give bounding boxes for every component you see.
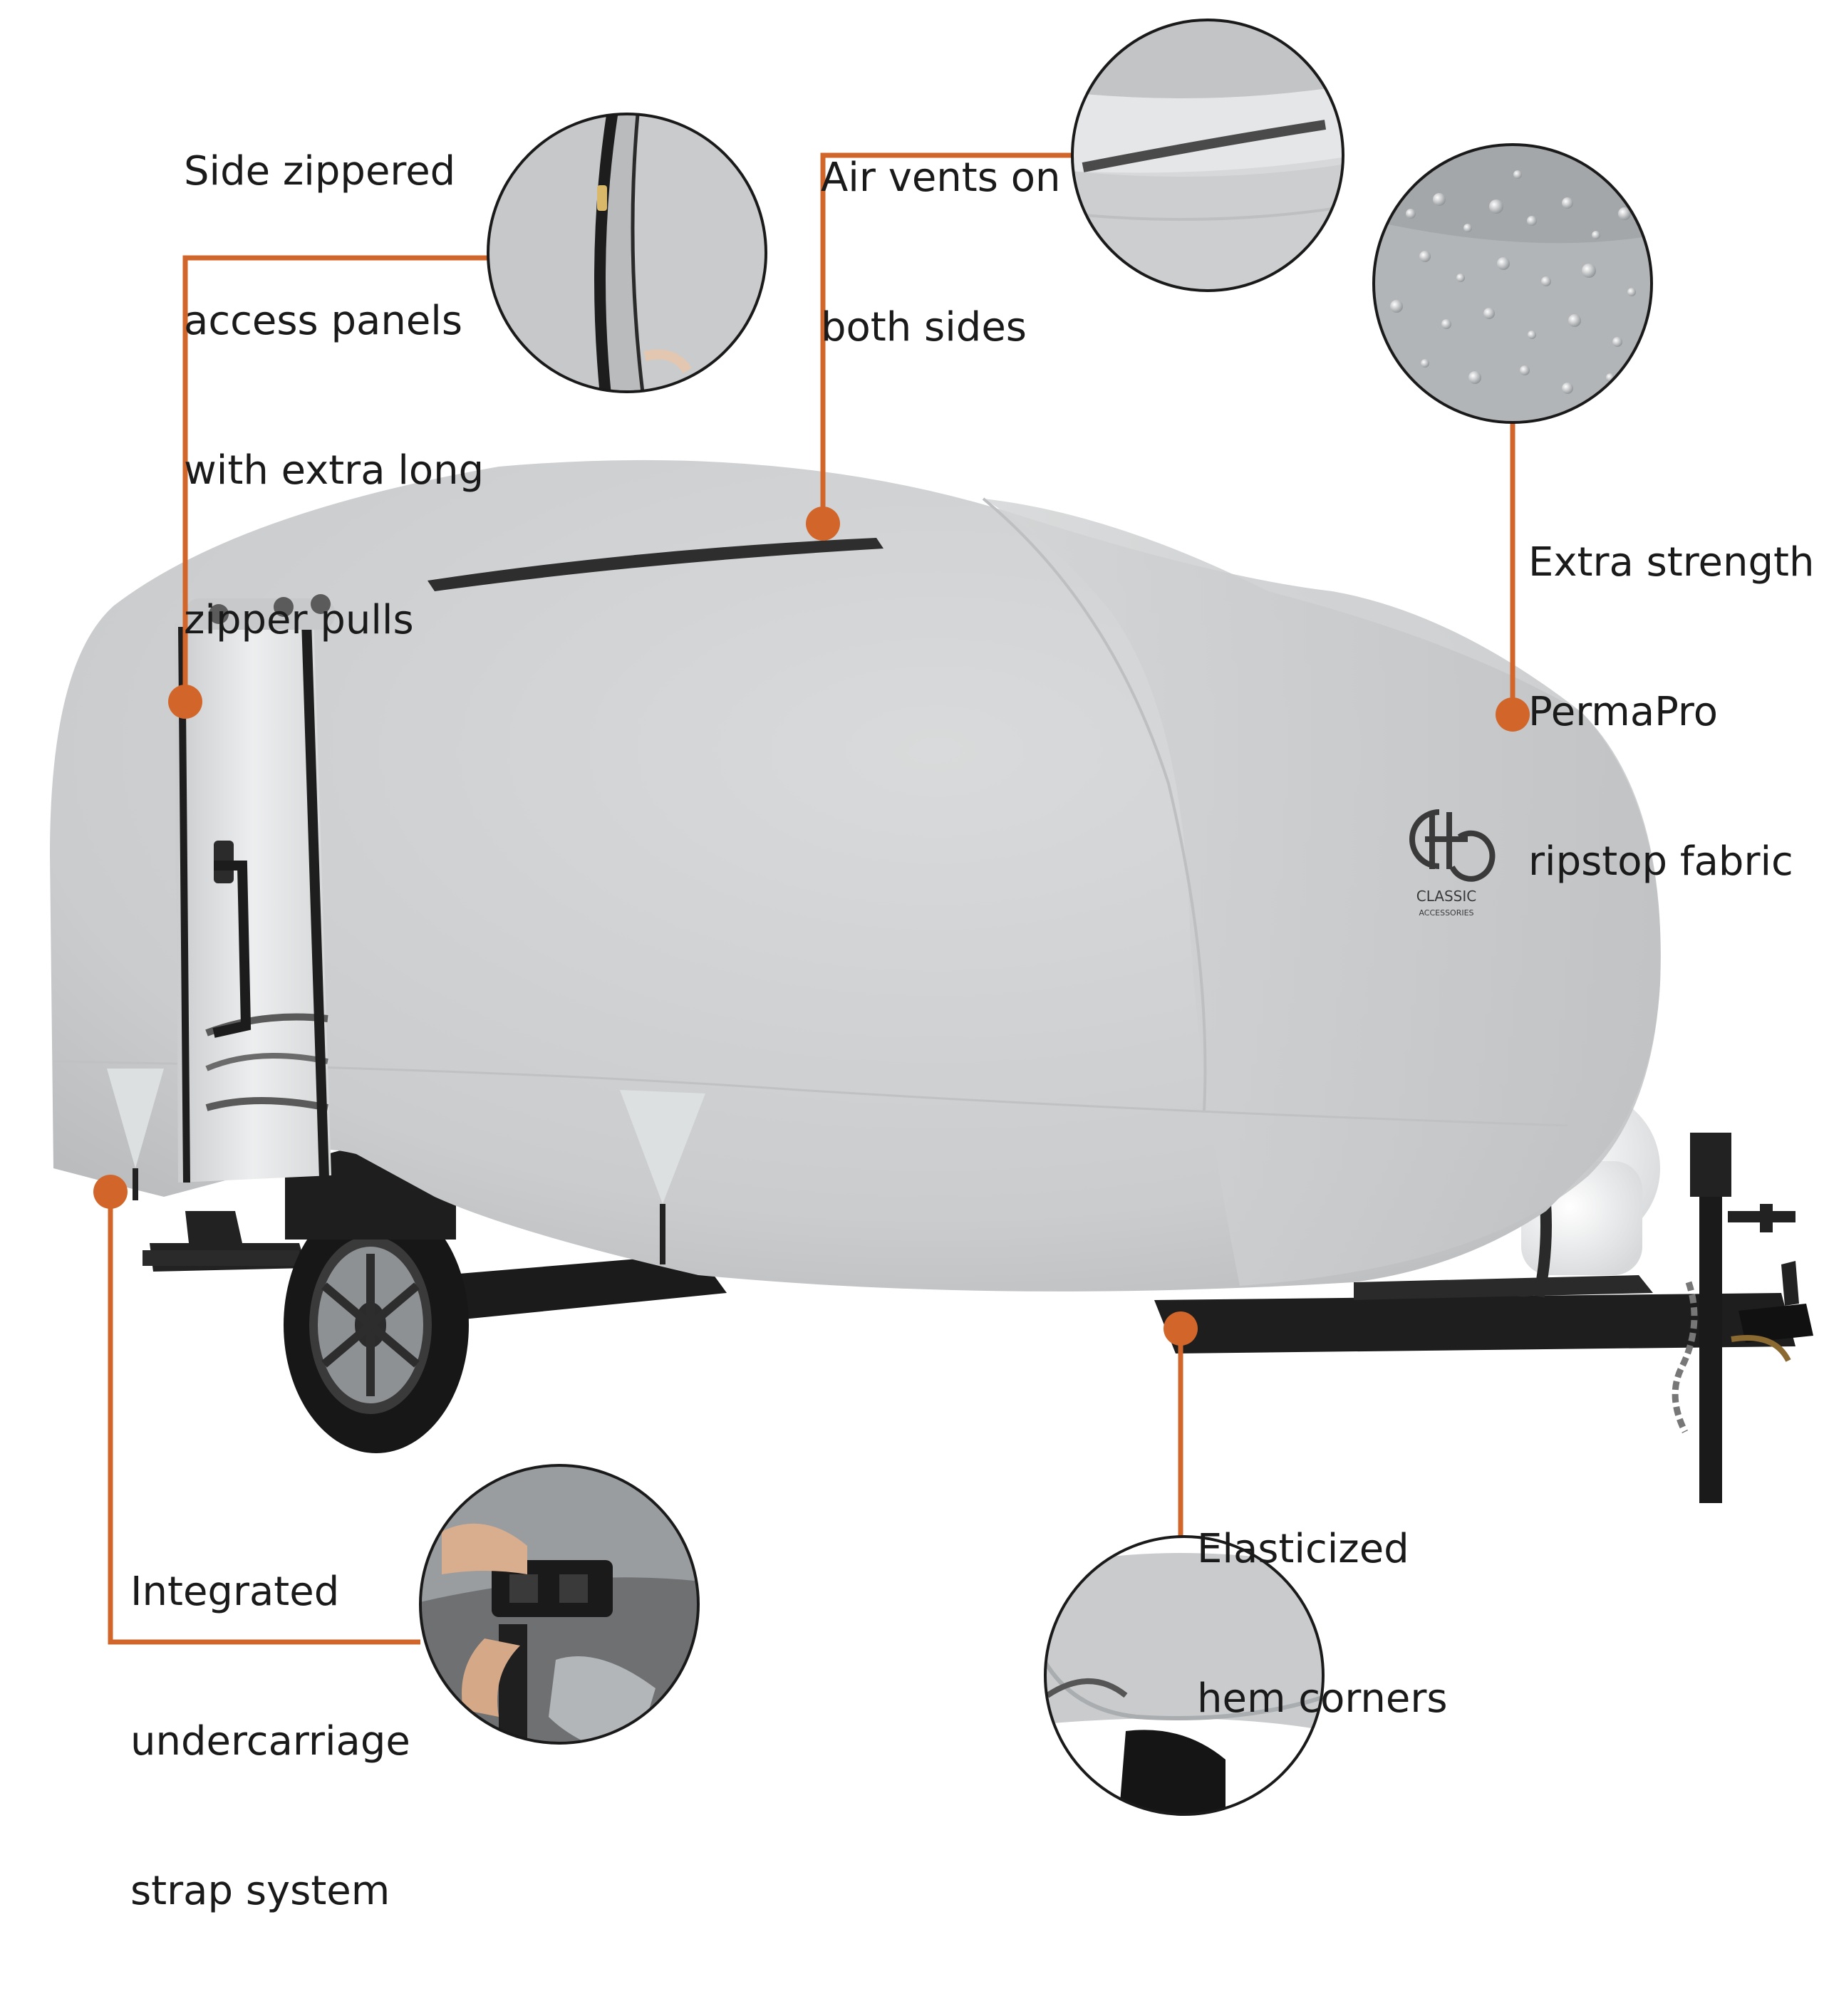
- callout-hem-text: Elasticized hem corners: [1197, 1425, 1448, 1824]
- product-feature-graphic: CLASSIC ACCESSORIES: [50, 19, 1815, 1914]
- callout-dot-strap: [93, 1175, 128, 1209]
- callout-hem-line1: Elasticized: [1197, 1526, 1409, 1572]
- callout-dots: [93, 506, 1530, 1346]
- callout-dot-fabric: [1496, 697, 1530, 732]
- callout-vents-line1: Air vents on: [821, 155, 1061, 201]
- callout-strap-line2: undercarriage: [130, 1718, 410, 1765]
- callout-vents-text: Air vents on both sides: [821, 53, 1060, 452]
- callout-strap-line1: Integrated: [130, 1569, 340, 1615]
- callout-strap-text: Integrated undercarriage strap system: [130, 1467, 410, 2016]
- trailer-cover: [50, 459, 1661, 1292]
- brand-logo: CLASSIC ACCESSORIES: [1409, 809, 1496, 918]
- callout-fabric-line3: ripstop fabric: [1528, 838, 1793, 885]
- rolled-access-panel: [175, 594, 335, 1183]
- hem-detail-circle: [1044, 1535, 1325, 1816]
- callout-dot-zipper: [168, 685, 202, 719]
- callout-line-vents: [820, 152, 1072, 524]
- callout-hem-line2: hem corners: [1197, 1675, 1448, 1722]
- callout-dot-vents: [806, 506, 840, 541]
- callout-dot-hem: [1164, 1311, 1198, 1346]
- callout-fabric-line2: PermaPro: [1528, 689, 1718, 735]
- strap-detail-circle: [419, 1464, 700, 1745]
- callout-connectors: [108, 152, 1515, 1645]
- callout-zipper-text: Side zippered access panels with extra l…: [184, 47, 484, 745]
- zipper-detail-circle: [487, 113, 767, 393]
- logo-text-line1: CLASSIC: [1416, 888, 1477, 905]
- callout-strap-line3: strap system: [130, 1868, 390, 1914]
- logo-text-line2: ACCESSORIES: [1419, 908, 1473, 918]
- callout-zipper-line1: Side zippered: [184, 148, 456, 194]
- callout-line-strap: [108, 1192, 420, 1645]
- callout-fabric-line1: Extra strength: [1528, 539, 1815, 586]
- product-illustration: CLASSIC ACCESSORIES: [50, 19, 1813, 1816]
- callout-vents-line2: both sides: [821, 304, 1027, 350]
- fabric-detail-circle: [1372, 143, 1653, 424]
- vent-detail-circle: [1071, 19, 1344, 292]
- callout-fabric-text: Extra strength PermaPro ripstop fabric: [1528, 438, 1815, 987]
- callout-zipper-line3: with extra long: [184, 447, 484, 494]
- callout-zipper-line4: zipper pulls: [184, 597, 414, 643]
- callout-zipper-line2: access panels: [184, 298, 463, 344]
- callout-line-zipper: [182, 255, 489, 705]
